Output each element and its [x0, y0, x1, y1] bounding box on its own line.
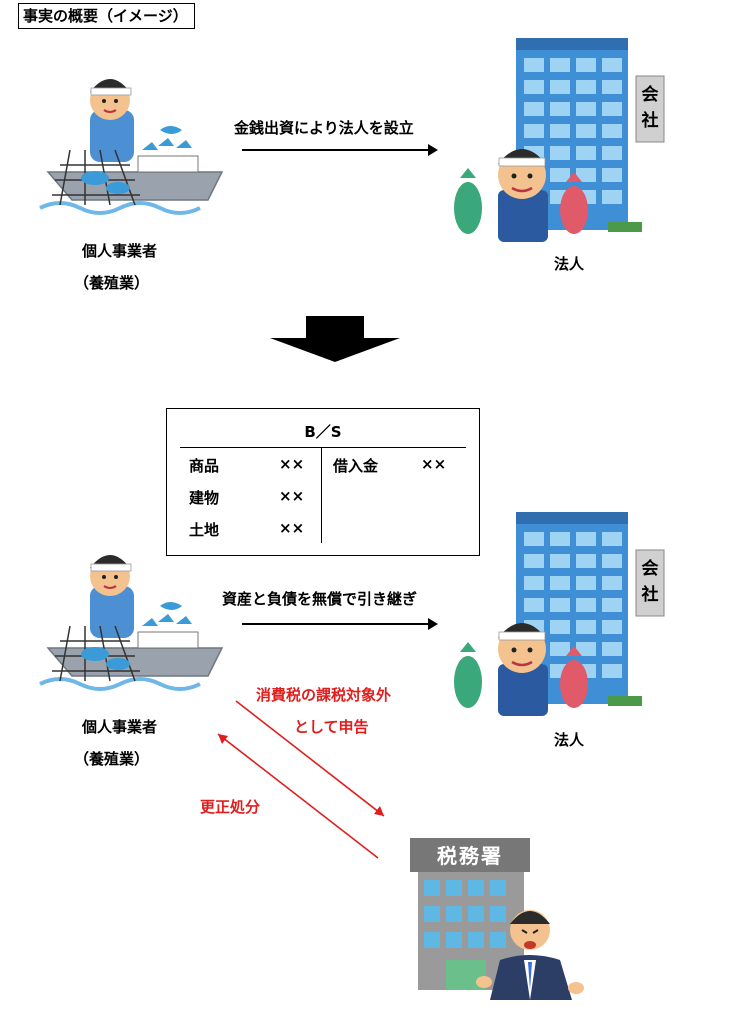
bs-left-value-2: ××	[279, 487, 305, 505]
individual-label-3: 個人事業者	[82, 718, 158, 736]
bs-left-item-2: 建物	[189, 489, 220, 507]
correction-label: 更正処分	[200, 798, 261, 816]
individual-label-1: 個人事業者	[82, 242, 158, 260]
corporation-label-1: 法人	[554, 255, 585, 273]
balance-sheet-divider	[180, 447, 466, 448]
bs-left-value-3: ××	[279, 519, 305, 537]
bs-right-item-1: 借入金	[333, 457, 379, 475]
balance-sheet-center-line	[321, 447, 322, 543]
bs-left-item-3: 土地	[189, 521, 220, 539]
bs-right-value-1: ××	[421, 455, 447, 473]
balance-sheet: B／S 商品 ×× 建物 ×× 土地 ×× 借入金 ××	[166, 408, 480, 556]
company-sign-2: 会社	[641, 559, 659, 605]
tax-office-sign: 税務署	[437, 844, 503, 868]
row2-arrow-label: 資産と負債を無償で引き継ぎ	[222, 590, 418, 608]
individual-label-4: （養殖業）	[74, 750, 150, 768]
row1-arrow-label: 金銭出資により法人を設立	[234, 119, 414, 137]
company-sign-1: 会社	[641, 85, 659, 131]
bs-left-item-1: 商品	[189, 457, 220, 475]
report-label-1: 消費税の課税対象外	[256, 686, 392, 704]
report-label-2: として申告	[294, 718, 369, 736]
corporation-label-2: 法人	[554, 731, 585, 749]
individual-label-2: （養殖業）	[74, 274, 150, 292]
page-title: 事実の概要（イメージ）	[18, 3, 195, 29]
bs-left-value-1: ××	[279, 455, 305, 473]
balance-sheet-title: B／S	[304, 423, 342, 441]
